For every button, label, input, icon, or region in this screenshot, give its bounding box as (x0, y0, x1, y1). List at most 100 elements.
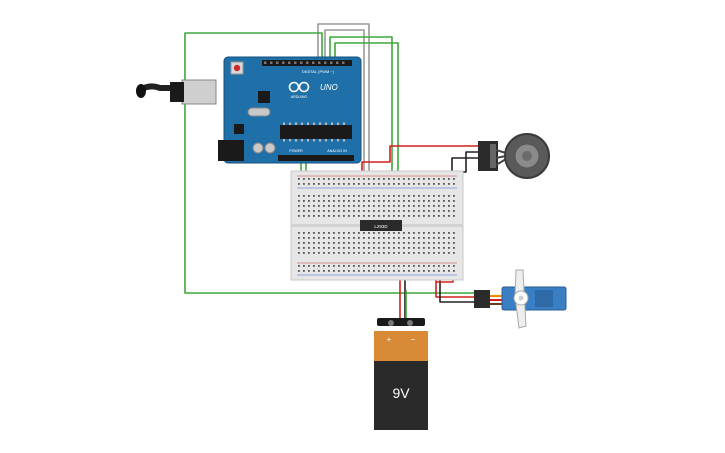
breadboard-hole[interactable] (393, 232, 395, 234)
breadboard-hole[interactable] (358, 247, 360, 249)
breadboard-hole[interactable] (448, 195, 450, 197)
breadboard-hole[interactable] (308, 270, 310, 272)
breadboard-hole[interactable] (448, 215, 450, 217)
breadboard-hole[interactable] (393, 247, 395, 249)
breadboard-hole[interactable] (453, 210, 455, 212)
breadboard-hole[interactable] (338, 195, 340, 197)
breadboard-hole[interactable] (368, 265, 370, 267)
breadboard-hole[interactable] (413, 195, 415, 197)
breadboard-hole[interactable] (428, 200, 430, 202)
breadboard-hole[interactable] (323, 237, 325, 239)
breadboard-hole[interactable] (303, 183, 305, 185)
breadboard-hole[interactable] (403, 183, 405, 185)
breadboard-hole[interactable] (378, 247, 380, 249)
breadboard-hole[interactable] (408, 205, 410, 207)
breadboard-hole[interactable] (363, 247, 365, 249)
breadboard-hole[interactable] (443, 205, 445, 207)
potentiometer[interactable] (478, 133, 550, 179)
breadboard-hole[interactable] (433, 210, 435, 212)
breadboard-hole[interactable] (388, 252, 390, 254)
breadboard-hole[interactable] (338, 232, 340, 234)
breadboard-hole[interactable] (443, 232, 445, 234)
breadboard-hole[interactable] (383, 210, 385, 212)
breadboard-hole[interactable] (313, 247, 315, 249)
breadboard-hole[interactable] (438, 215, 440, 217)
breadboard-hole[interactable] (358, 200, 360, 202)
breadboard-hole[interactable] (403, 252, 405, 254)
breadboard-hole[interactable] (378, 242, 380, 244)
breadboard-hole[interactable] (343, 252, 345, 254)
breadboard-hole[interactable] (438, 183, 440, 185)
breadboard-hole[interactable] (438, 232, 440, 234)
servo-motor[interactable] (474, 269, 567, 329)
breadboard-hole[interactable] (298, 205, 300, 207)
breadboard-hole[interactable] (298, 178, 300, 180)
breadboard-hole[interactable] (323, 252, 325, 254)
breadboard-hole[interactable] (383, 205, 385, 207)
breadboard-hole[interactable] (343, 183, 345, 185)
breadboard-hole[interactable] (378, 232, 380, 234)
breadboard-hole[interactable] (408, 247, 410, 249)
breadboard-hole[interactable] (323, 232, 325, 234)
breadboard-hole[interactable] (318, 178, 320, 180)
breadboard-hole[interactable] (333, 200, 335, 202)
breadboard-hole[interactable] (413, 247, 415, 249)
breadboard-hole[interactable] (298, 242, 300, 244)
breadboard-hole[interactable] (338, 247, 340, 249)
breadboard-hole[interactable] (348, 178, 350, 180)
breadboard-hole[interactable] (388, 210, 390, 212)
breadboard-hole[interactable] (328, 237, 330, 239)
breadboard-hole[interactable] (338, 200, 340, 202)
breadboard-hole[interactable] (453, 270, 455, 272)
breadboard-hole[interactable] (343, 265, 345, 267)
breadboard-hole[interactable] (348, 237, 350, 239)
breadboard-hole[interactable] (333, 242, 335, 244)
breadboard-hole[interactable] (353, 252, 355, 254)
breadboard-hole[interactable] (403, 232, 405, 234)
breadboard-hole[interactable] (408, 237, 410, 239)
breadboard-hole[interactable] (318, 270, 320, 272)
breadboard-hole[interactable] (353, 210, 355, 212)
breadboard-hole[interactable] (438, 200, 440, 202)
breadboard-hole[interactable] (443, 200, 445, 202)
breadboard-hole[interactable] (328, 178, 330, 180)
breadboard-hole[interactable] (303, 200, 305, 202)
breadboard-hole[interactable] (358, 232, 360, 234)
breadboard-hole[interactable] (303, 237, 305, 239)
breadboard-hole[interactable] (388, 247, 390, 249)
breadboard-hole[interactable] (388, 242, 390, 244)
breadboard-hole[interactable] (408, 210, 410, 212)
breadboard-hole[interactable] (433, 205, 435, 207)
breadboard-hole[interactable] (403, 210, 405, 212)
breadboard-hole[interactable] (323, 247, 325, 249)
breadboard-hole[interactable] (423, 237, 425, 239)
breadboard-hole[interactable] (393, 205, 395, 207)
breadboard-hole[interactable] (453, 232, 455, 234)
breadboard-hole[interactable] (358, 183, 360, 185)
breadboard-hole[interactable] (298, 215, 300, 217)
breadboard-hole[interactable] (383, 195, 385, 197)
breadboard-hole[interactable] (453, 215, 455, 217)
breadboard-hole[interactable] (443, 210, 445, 212)
breadboard-hole[interactable] (308, 265, 310, 267)
breadboard-hole[interactable] (368, 205, 370, 207)
breadboard-hole[interactable] (398, 247, 400, 249)
breadboard-hole[interactable] (438, 210, 440, 212)
breadboard-hole[interactable] (448, 205, 450, 207)
breadboard-hole[interactable] (338, 252, 340, 254)
breadboard-hole[interactable] (308, 195, 310, 197)
breadboard-hole[interactable] (403, 200, 405, 202)
breadboard-hole[interactable] (428, 195, 430, 197)
breadboard-hole[interactable] (383, 237, 385, 239)
breadboard-hole[interactable] (398, 265, 400, 267)
breadboard-hole[interactable] (433, 215, 435, 217)
breadboard-hole[interactable] (433, 183, 435, 185)
breadboard-hole[interactable] (418, 183, 420, 185)
breadboard-hole[interactable] (313, 195, 315, 197)
breadboard-hole[interactable] (383, 247, 385, 249)
breadboard-hole[interactable] (338, 242, 340, 244)
breadboard-hole[interactable] (433, 270, 435, 272)
breadboard-hole[interactable] (328, 265, 330, 267)
breadboard-hole[interactable] (373, 195, 375, 197)
breadboard-hole[interactable] (303, 247, 305, 249)
